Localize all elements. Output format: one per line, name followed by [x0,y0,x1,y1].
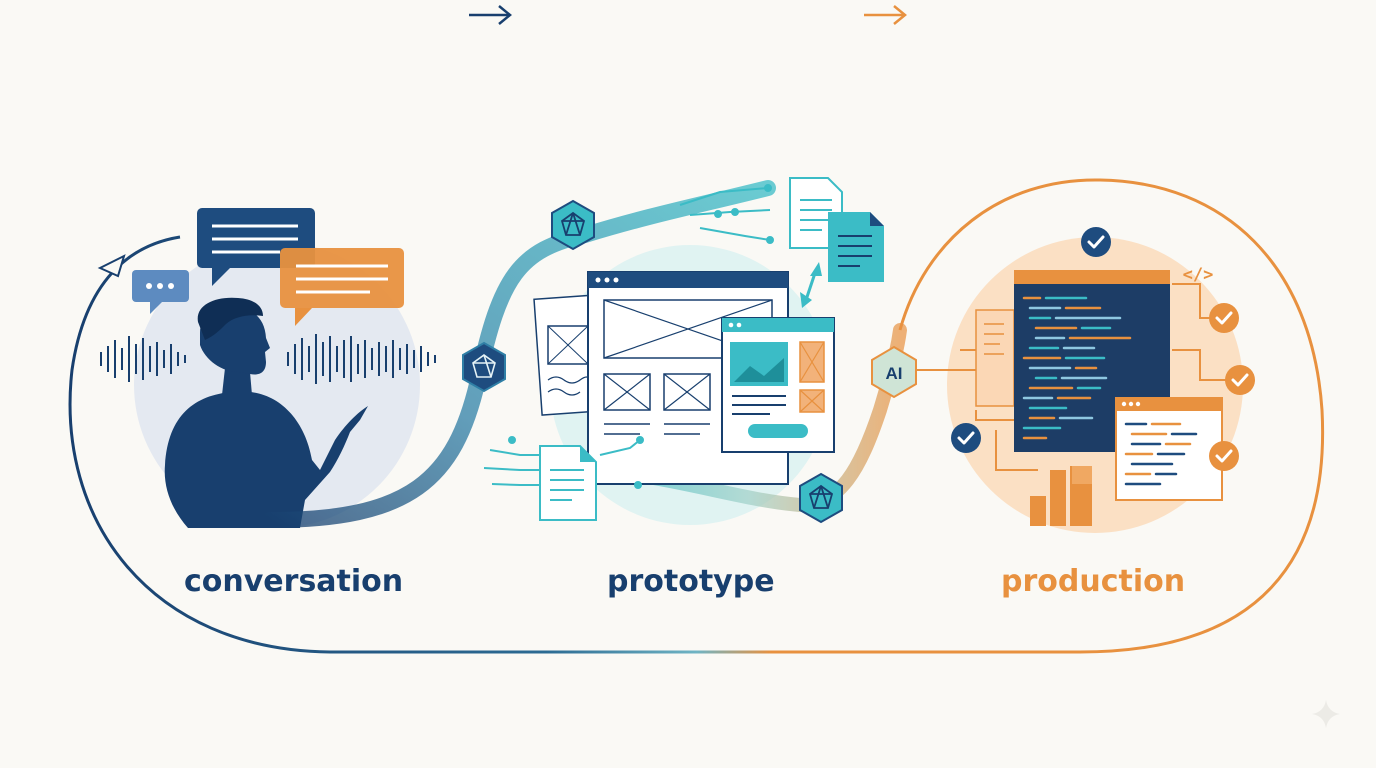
check-badge-orange-1-icon [1209,303,1239,333]
check-badge-navy-left-icon [951,423,981,453]
loop-arrow-head-icon [97,254,126,278]
side-panel-icon [975,309,1015,407]
sketch-paper-icon [533,294,605,416]
arrow-right-icon [469,5,512,25]
chat-bubble-orange-icon [280,248,404,326]
stage-label-conversation: conversation [184,564,404,599]
prototype-window-icon [721,317,835,453]
sound-wave-left-icon [100,336,186,382]
check-badge-orange-3-icon [1209,441,1239,471]
document-icon-top-2 [828,212,884,282]
network-node-top-icon [551,199,595,251]
circuit-lines-top [679,184,774,244]
sync-arrow-icon [800,262,822,308]
code-tag-icon: </> [1183,265,1214,285]
network-node-bottom-icon [799,472,843,524]
circuit-lines-bottom [483,436,644,489]
check-badge-navy-top-icon [1081,227,1111,257]
sparkle-icon [1312,700,1340,728]
flow-band-left [262,180,776,528]
ai-node-label: AI [886,364,903,383]
loop-path [68,178,1325,654]
sound-wave-right-icon [287,334,436,384]
code-window-icon [1115,397,1223,501]
production-connectors [916,283,1226,471]
ai-node-icon: AI [871,345,917,399]
document-icon-bottom [539,445,597,521]
stage-label-prototype: prototype [607,564,775,599]
stacked-blocks-icon [1030,466,1092,526]
network-node-mid-icon [462,341,506,393]
check-badge-orange-2-icon [1225,365,1255,395]
chat-bubble-small-icon [132,270,189,314]
arrow-right-icon [864,5,907,25]
stage-label-production: production [1001,564,1186,599]
speaking-person-icon [164,297,368,528]
